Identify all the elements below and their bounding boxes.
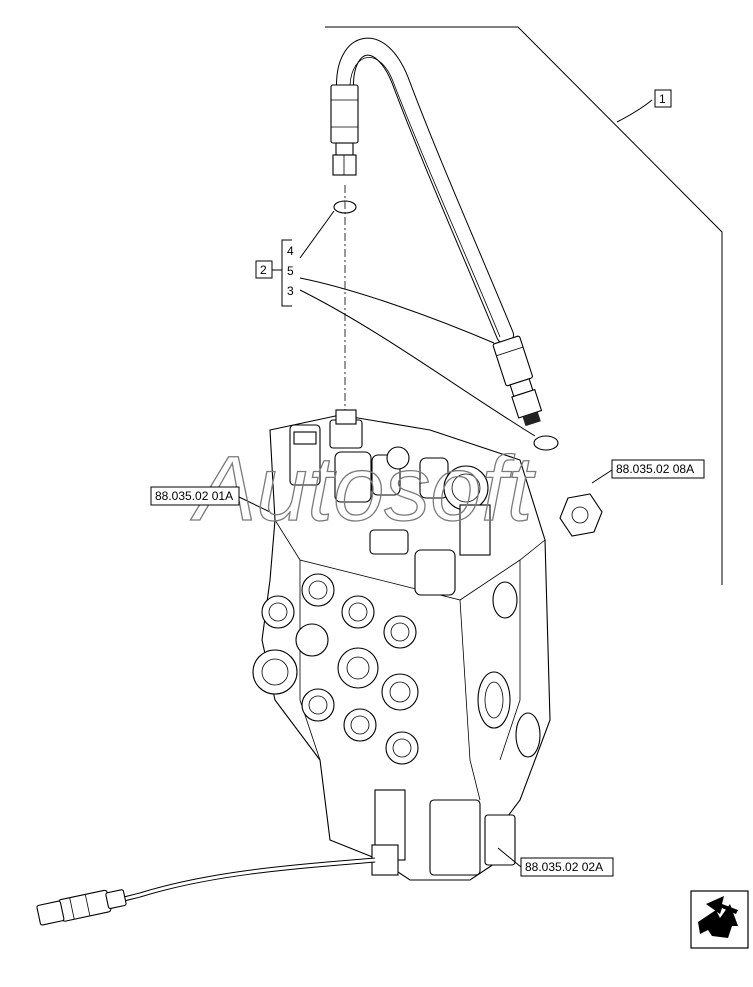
- item-1-bracket: [325, 26, 723, 585]
- svg-text:1: 1: [659, 92, 666, 106]
- hex-nut: [559, 493, 603, 537]
- reference-88-035-02-02a[interactable]: 88.035.02 02A: [520, 857, 614, 877]
- callout-item-3[interactable]: 3: [287, 284, 294, 298]
- wire-harness: [36, 857, 376, 926]
- watermark: Autosoft: [190, 438, 536, 540]
- callout-item-1[interactable]: 1: [654, 89, 672, 108]
- return-arrow-icon[interactable]: [690, 890, 749, 949]
- callout-item-4[interactable]: 4: [287, 244, 294, 258]
- svg-text:2: 2: [260, 263, 267, 277]
- control-valve-block: [252, 409, 551, 881]
- hydraulic-hose: [330, 37, 543, 427]
- reference-88-035-02-01a[interactable]: 88.035.02 01A: [150, 486, 240, 506]
- svg-text:88.035.02 01A: 88.035.02 01A: [155, 489, 233, 503]
- svg-text:88.035.02 08A: 88.035.02 08A: [616, 462, 694, 476]
- o-ring-item-3: [533, 435, 559, 451]
- reference-88-035-02-08a[interactable]: 88.035.02 08A: [611, 459, 705, 479]
- svg-text:88.035.02 02A: 88.035.02 02A: [525, 860, 603, 874]
- callout-item-2[interactable]: 2: [255, 260, 273, 279]
- kit-group-item-2: [272, 210, 536, 437]
- callout-item-5[interactable]: 5: [287, 264, 294, 278]
